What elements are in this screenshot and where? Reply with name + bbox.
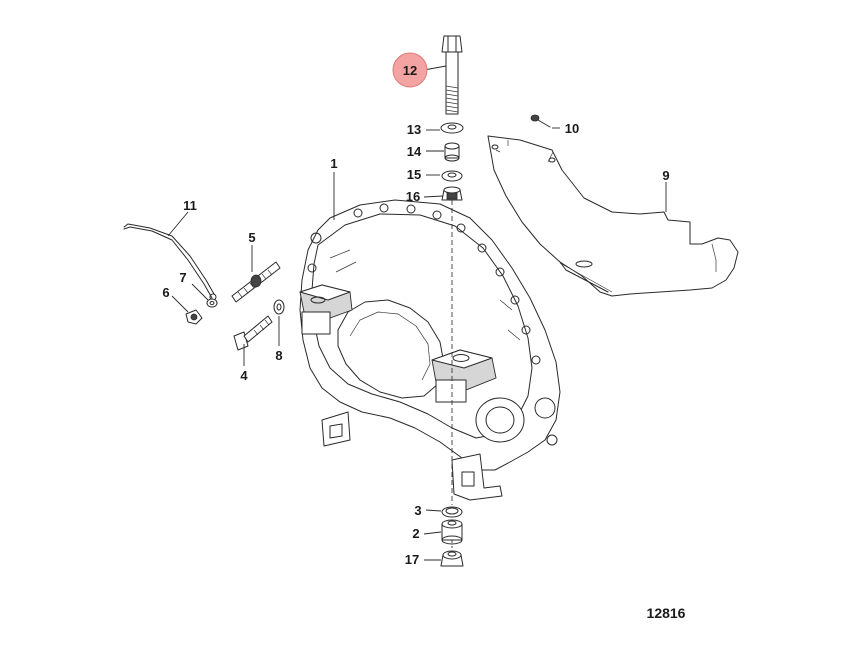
washer-7 xyxy=(206,298,218,308)
nut-16 xyxy=(441,186,463,201)
washer-13 xyxy=(440,122,464,134)
nut-17 xyxy=(440,550,464,567)
callout-13[interactable]: 13 xyxy=(407,122,421,137)
callout-11[interactable]: 11 xyxy=(183,198,197,213)
callout-16[interactable]: 16 xyxy=(406,189,420,204)
callout-2[interactable]: 2 xyxy=(412,526,419,541)
bolt-4 xyxy=(233,315,273,351)
sleeve-14 xyxy=(444,142,460,162)
callout-14[interactable]: 14 xyxy=(407,144,422,159)
washer-15 xyxy=(441,170,463,182)
washer-8 xyxy=(273,299,285,315)
callout-15[interactable]: 15 xyxy=(407,167,421,182)
callout-3[interactable]: 3 xyxy=(414,503,421,518)
nut-6 xyxy=(185,309,203,325)
callout-9[interactable]: 9 xyxy=(662,168,669,183)
callout-7[interactable]: 7 xyxy=(179,270,186,285)
long-bolt xyxy=(441,35,463,115)
callout-4[interactable]: 4 xyxy=(240,368,248,383)
leader-lines xyxy=(167,65,667,561)
callout-1[interactable]: 1 xyxy=(330,156,337,171)
diagram-reference-number: 12816 xyxy=(647,605,686,621)
strap-11 xyxy=(123,223,217,301)
callout-12[interactable]: 12 xyxy=(403,63,417,78)
washer-3 xyxy=(441,506,463,518)
bushing-2 xyxy=(441,519,463,545)
callout-10[interactable]: 10 xyxy=(565,121,579,136)
callout-numbers: 1 2 3 4 5 6 7 8 9 10 11 12 13 14 15 16 1… xyxy=(162,63,669,567)
highlight-callout-12[interactable] xyxy=(392,52,428,88)
stud-5 xyxy=(231,261,281,303)
screw-10 xyxy=(530,114,551,128)
flywheel-housing xyxy=(299,199,561,501)
cover-plate xyxy=(487,135,739,297)
callout-5[interactable]: 5 xyxy=(248,230,255,245)
callout-8[interactable]: 8 xyxy=(275,348,282,363)
callout-6[interactable]: 6 xyxy=(162,285,169,300)
callout-17[interactable]: 17 xyxy=(405,552,419,567)
